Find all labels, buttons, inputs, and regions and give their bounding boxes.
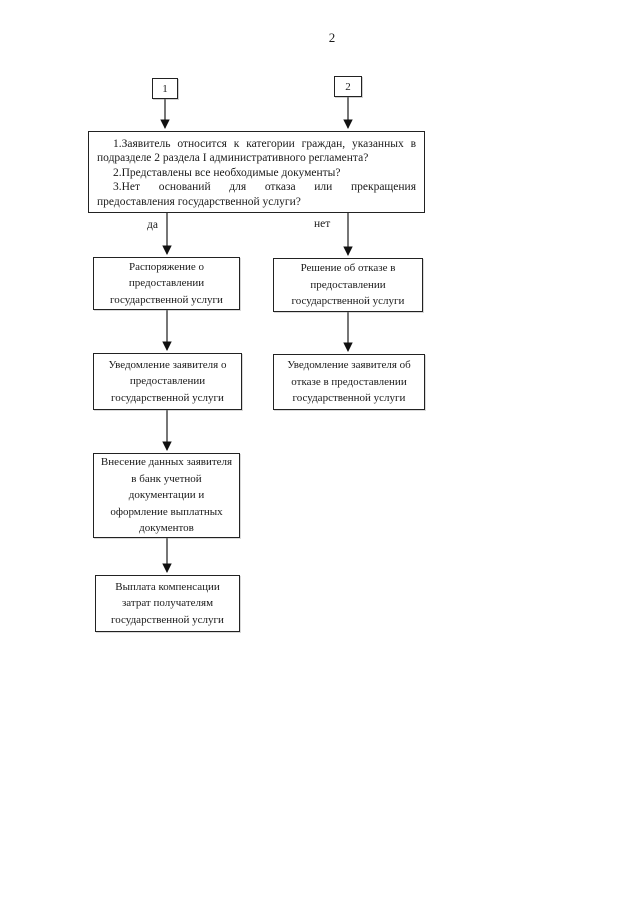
- box-data-entry: Внесение данных заявителя в банк учетной…: [93, 453, 240, 538]
- label-no: нет: [314, 218, 331, 230]
- box-refusal-decision-text: Решение об отказе в предоставлении госуд…: [291, 262, 405, 308]
- connector-box-1: 1: [152, 78, 178, 99]
- connector-2-label: 2: [345, 80, 351, 93]
- decision-question-2: 2.Представлены все необходимые документы…: [113, 166, 341, 179]
- decision-question-3: 3.Нет оснований для отказа или прекращен…: [97, 181, 416, 208]
- box-payment: Выплата компенсации затрат получателям г…: [95, 575, 240, 632]
- decision-box: 1.Заявитель относится к категории гражда…: [88, 131, 425, 213]
- page-number: 2: [328, 30, 336, 45]
- box-payment-text: Выплата компенсации затрат получателям г…: [111, 580, 224, 626]
- box-grant-order: Распоряжение о предоставлении государств…: [93, 257, 240, 310]
- box-data-entry-text: Внесение данных заявителя в банк учетной…: [100, 456, 233, 535]
- box-grant-order-text: Распоряжение о предоставлении государств…: [110, 260, 223, 306]
- connector-box-2: 2: [334, 76, 362, 97]
- box-grant-notice: Уведомление заявителя о предоставлении г…: [93, 353, 242, 410]
- box-grant-notice-text: Уведомление заявителя о предоставлении г…: [108, 358, 227, 404]
- box-refusal-notice: Уведомление заявителя об отказе в предос…: [273, 354, 425, 410]
- label-yes: да: [147, 219, 158, 231]
- box-refusal-decision: Решение об отказе в предоставлении госуд…: [273, 258, 423, 312]
- connector-1-label: 1: [162, 82, 168, 95]
- decision-question-1: 1.Заявитель относится к категории гражда…: [97, 138, 416, 165]
- box-refusal-notice-text: Уведомление заявителя об отказе в предос…: [287, 359, 411, 405]
